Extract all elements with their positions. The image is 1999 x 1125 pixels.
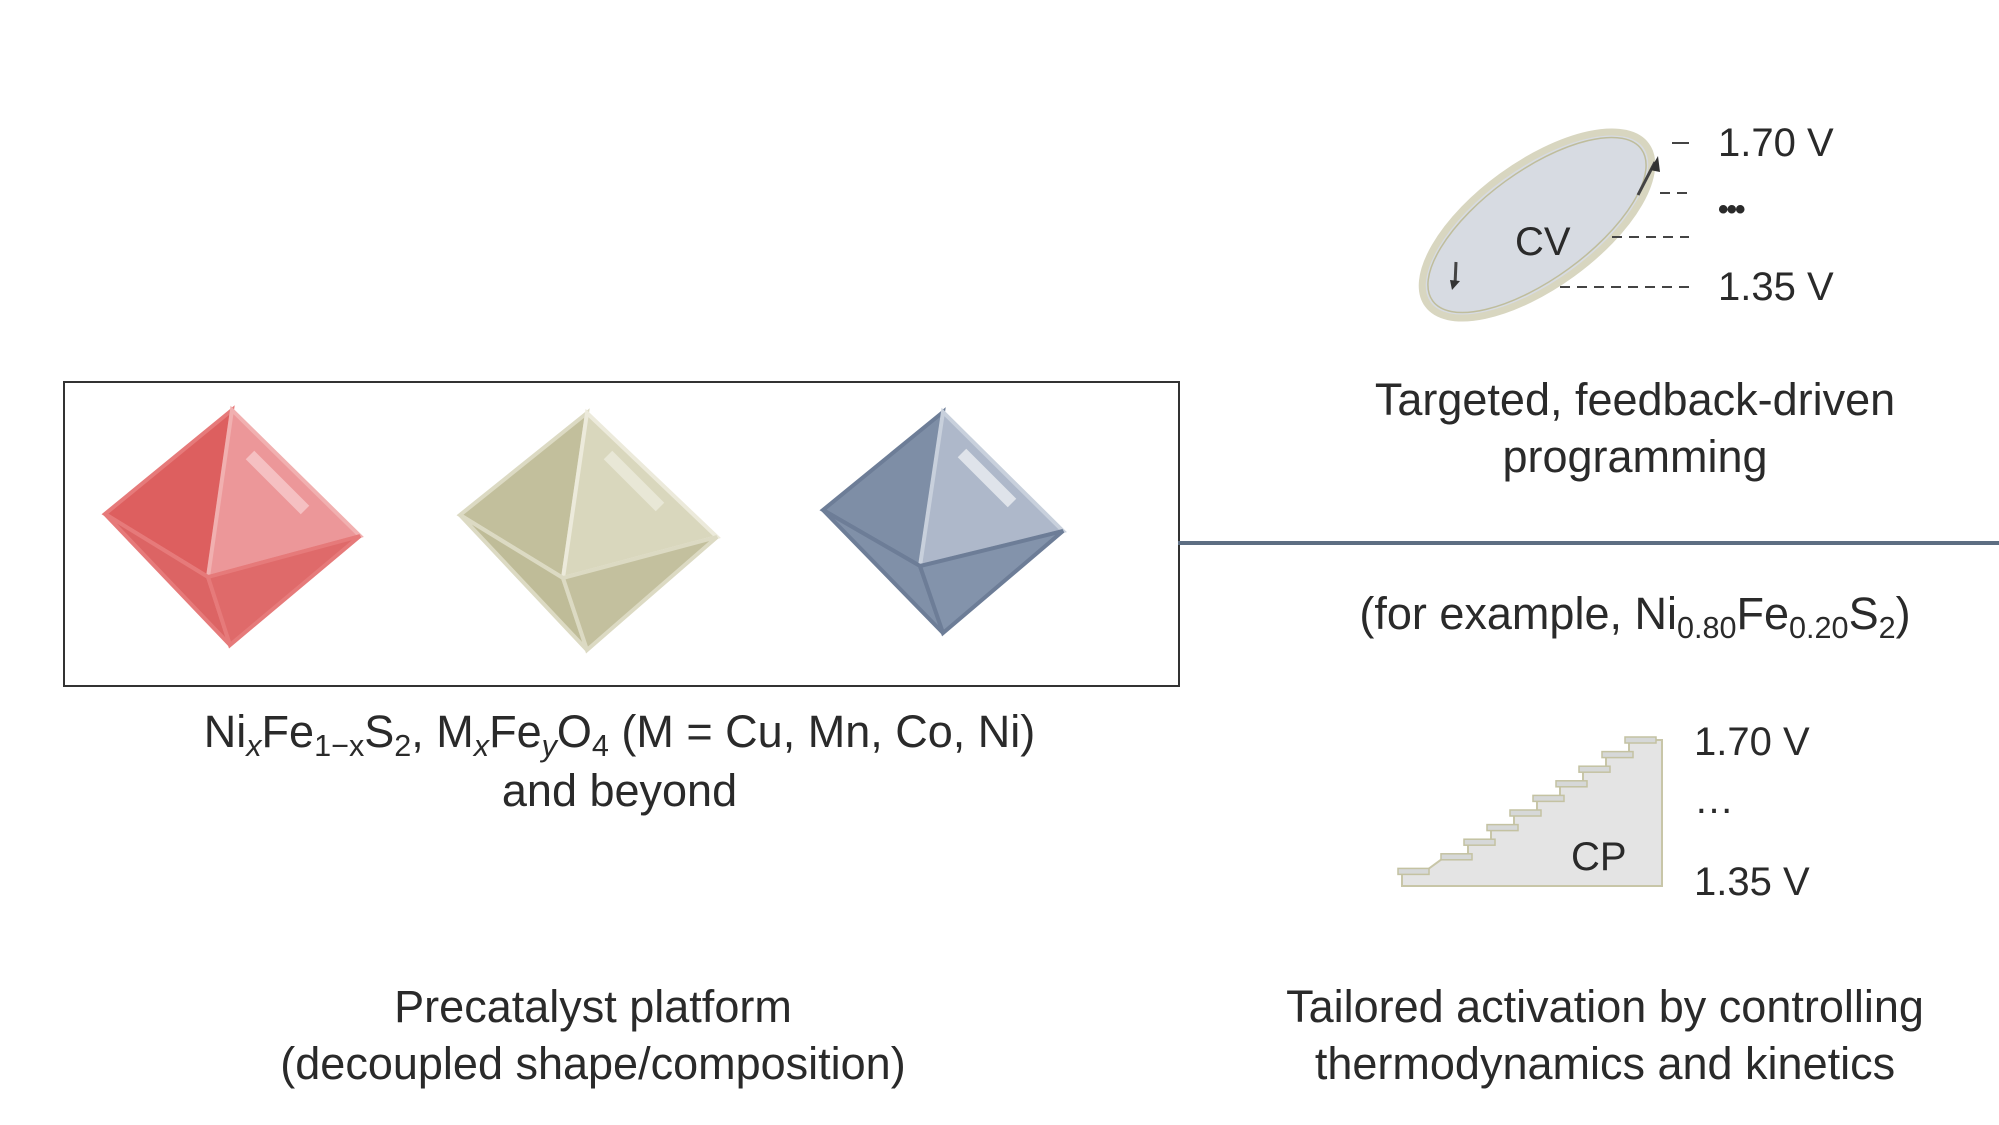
beige-face-bottom-right bbox=[560, 535, 719, 654]
cp-step bbox=[1509, 809, 1542, 817]
cv-lower-voltage: 1.35 V bbox=[1718, 265, 1834, 309]
precatalyst-caption-line1: Precatalyst platform bbox=[394, 981, 792, 1032]
blue-highlight bbox=[957, 448, 1017, 508]
activation-caption-line1: Tailored activation by controlling bbox=[1286, 981, 1924, 1032]
blue-face-bottom-right bbox=[917, 529, 1065, 637]
activation-caption-line2: thermodynamics and kinetics bbox=[1314, 1038, 1896, 1089]
red-highlight bbox=[245, 450, 310, 515]
programming-caption-line2: programming bbox=[1502, 431, 1768, 482]
red-octahedron bbox=[101, 405, 364, 649]
cp-step bbox=[1624, 736, 1657, 744]
cp-step bbox=[1532, 794, 1565, 803]
cv-loop bbox=[1418, 128, 1689, 322]
cp-label: CP bbox=[1571, 835, 1627, 879]
cp-step bbox=[1463, 838, 1496, 846]
cp-upper-voltage: 1.70 V bbox=[1694, 720, 1810, 764]
red-face-bottom-right bbox=[205, 534, 362, 649]
cp-step bbox=[1397, 867, 1430, 876]
example-formula: (for example, Ni0.80Fe0.20S2) bbox=[1359, 588, 1911, 646]
materials-and-beyond: and beyond bbox=[501, 765, 738, 816]
cp-step bbox=[1555, 780, 1588, 788]
cp-step bbox=[1578, 765, 1611, 773]
materials-formula: NixFe1−xS2, MxFeyO4 (M = Cu, Mn, Co, Ni) bbox=[203, 706, 1036, 764]
cv-ellipsis: ••• bbox=[1718, 193, 1745, 226]
cv-upper-voltage: 1.70 V bbox=[1718, 121, 1834, 165]
precatalyst-box bbox=[63, 381, 1180, 687]
divider-line bbox=[1178, 541, 1999, 545]
cp-lower-voltage: 1.35 V bbox=[1694, 860, 1810, 904]
cp-step bbox=[1486, 823, 1519, 832]
beige-octahedron bbox=[456, 408, 721, 654]
blue-octahedron bbox=[819, 407, 1067, 637]
cv-label: CV bbox=[1515, 220, 1571, 264]
beige-highlight bbox=[603, 450, 665, 512]
programming-caption-line1: Targeted, feedback-driven bbox=[1374, 374, 1896, 425]
cp-step bbox=[1601, 750, 1634, 759]
precatalyst-caption-line2: (decoupled shape/composition) bbox=[280, 1038, 906, 1089]
cp-step bbox=[1440, 853, 1473, 861]
cp-staircase bbox=[1397, 736, 1663, 887]
cv-ellipse bbox=[1418, 128, 1656, 322]
cp-ellipsis: … bbox=[1694, 778, 1734, 822]
